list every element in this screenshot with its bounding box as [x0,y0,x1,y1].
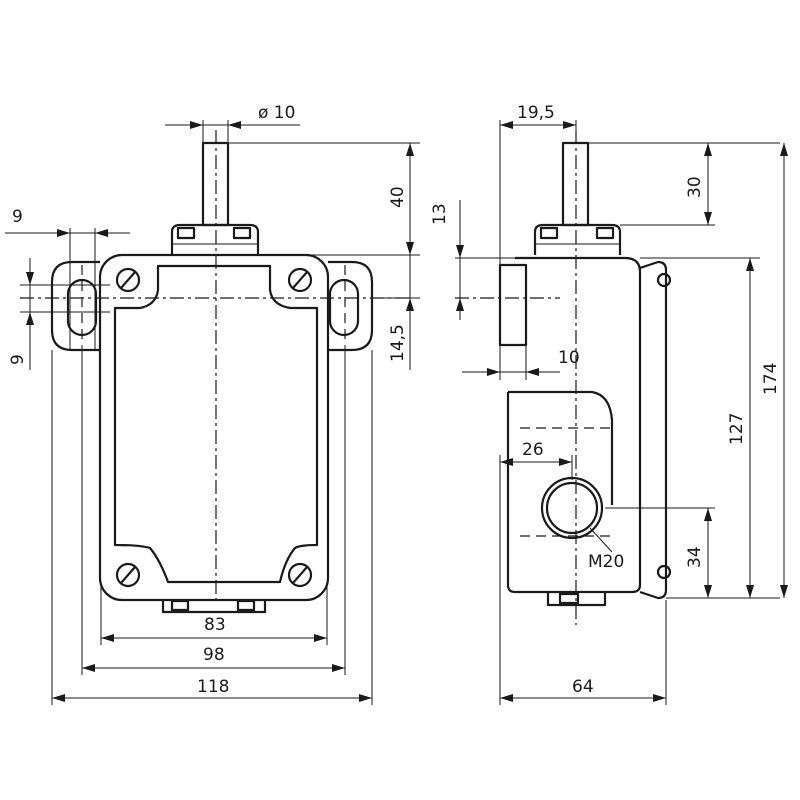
front-inner-housing [113,264,319,584]
thread-leader [589,527,613,553]
front-head-screw-left [176,226,196,240]
front-left-ear [50,260,100,352]
front-head-screw-right [232,226,252,240]
side-actuator-head [533,223,622,255]
dim-hole-width: 9 [12,207,23,227]
dim-bracket-depth: 10 [558,348,580,368]
dim-overall-width: 118 [197,677,229,697]
dim-hole-height: 9 [8,354,28,365]
dim-shaft-offset: 19,5 [517,103,555,123]
front-view: ø 10 9 9 83 98 118 [5,103,420,705]
label-gland-thread: M20 [588,552,624,572]
front-actuator-head [170,223,260,255]
dim-gland-height: 34 [685,546,705,568]
dim-overall-depth: 64 [572,677,594,697]
front-right-ear [328,260,374,352]
dim-inner-width: 83 [204,615,226,635]
side-mount-bracket [498,263,528,347]
dim-mount-spacing: 98 [203,645,225,665]
dim-hole-offset: 14,5 [388,324,408,362]
side-view: 19,5 30 13 10 26 M20 [430,103,788,705]
dim-body-height: 127 [727,413,747,445]
dim-overall-height: 174 [761,363,781,395]
side-housing [506,256,642,594]
front-screw-bottom-left [115,562,141,588]
front-body-outline [98,253,330,602]
front-right-slot [328,278,360,337]
front-screw-top-right [287,267,313,293]
side-lower-body [508,390,614,505]
side-cable-gland [540,476,604,540]
dim-top-height: 40 [388,186,408,208]
front-screw-bottom-right [287,562,313,588]
dim-gland-offset: 26 [522,440,544,460]
front-screw-top-left [115,267,141,293]
dim-bracket-height: 13 [430,203,450,225]
dim-shaft-diameter: ø 10 [258,103,295,123]
dim-plunger-travel: 30 [685,176,705,198]
front-bottom-terminals [161,600,267,614]
